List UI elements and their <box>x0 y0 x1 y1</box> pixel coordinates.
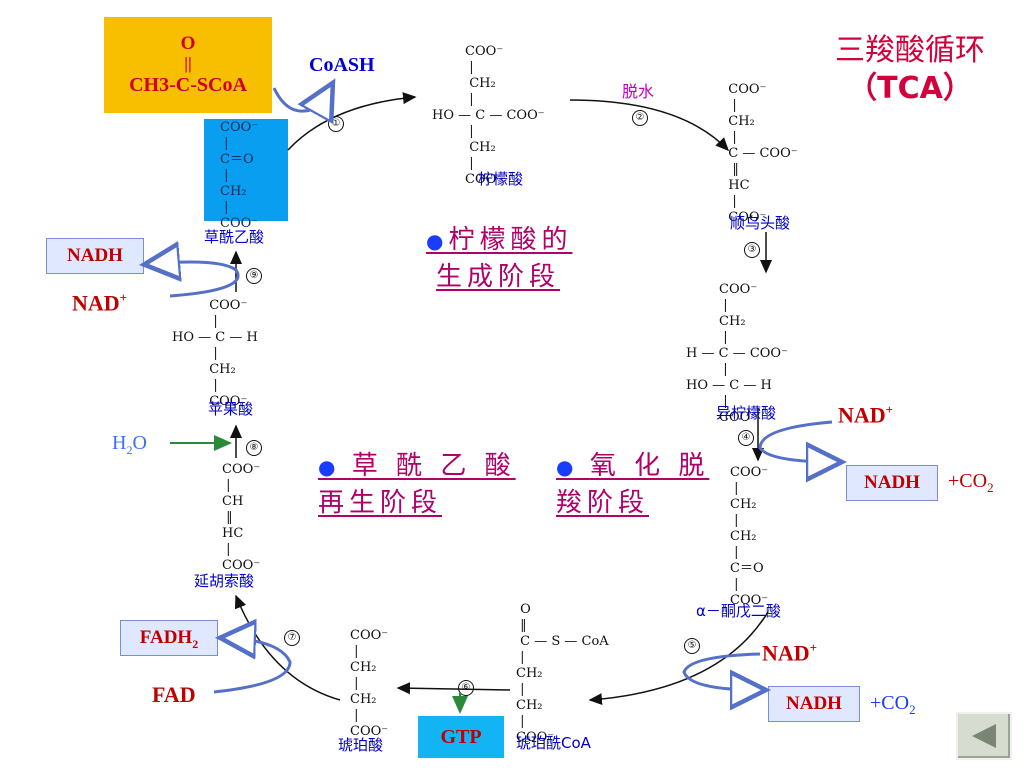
alpha-kg-structure: COO⁻ | CH₂ | CH₂ | C＝O | COO⁻ <box>730 465 769 608</box>
oxaloacetate-highlight <box>204 119 288 221</box>
oxaloacetate-label: 草酰乙酸 <box>204 228 265 246</box>
arrow-step2 <box>569 99 730 152</box>
succinate-label: 琥珀酸 <box>338 736 384 754</box>
title-line1: 三羧酸循环 <box>835 33 985 68</box>
stage-citrate-line1: 柠檬酸的 <box>448 225 573 255</box>
co2-label-step5: +CO2 <box>870 692 916 717</box>
step-3-marker: ③ <box>744 242 760 258</box>
stage-citrate-line2: 生成阶段 <box>436 262 561 292</box>
nad-to-nadh-arrow-5 <box>682 652 760 690</box>
nad-label-step9: NAD+ <box>72 290 127 316</box>
step-9-marker: ⑨ <box>246 268 262 284</box>
acetyl-coa-oxygen: O <box>180 33 196 54</box>
citrate-label: 柠檬酸 <box>478 170 524 188</box>
cis-aconitate-structure: COO⁻ | CH₂ | C — COO⁻ ‖ HC | COO⁻ <box>728 82 798 225</box>
fad-to-fadh2-arrow <box>213 638 292 694</box>
nadh-box-step5: NADH <box>768 686 860 722</box>
succinyl-coa-label: 琥珀酰CoA <box>516 734 591 752</box>
step-6-marker: ⑥ <box>458 680 474 696</box>
stage-decarb-line2: 羧阶段 <box>556 488 650 518</box>
nad-label-step5: NAD+ <box>762 640 817 666</box>
arrow-step1 <box>287 92 417 151</box>
arrow-step5 <box>588 611 769 706</box>
h2o-label: H2O <box>112 432 147 457</box>
gtp-box: GTP <box>418 716 504 758</box>
stage-citrate-formation: ●柠檬酸的 生成阶段 <box>426 222 572 295</box>
succinyl-coa-structure: O ‖ C — S — CoA | CH₂ | CH₂ | COO⁻ <box>516 602 609 745</box>
acetyl-coa-double-bond: || <box>184 54 192 73</box>
nad-plus-step5: + <box>809 640 818 655</box>
step-4-marker: ④ <box>738 430 754 446</box>
malate-label: 苹果酸 <box>208 400 254 418</box>
step-5-marker: ⑤ <box>684 638 700 654</box>
nad-text-step9: NAD <box>72 290 120 316</box>
arrow-step6 <box>396 682 511 695</box>
acetyl-coa-box: O || CH3-C-SCoA <box>104 17 272 113</box>
nad-plus-step4: + <box>885 402 894 417</box>
isocitrate-label: 异柠檬酸 <box>716 404 777 422</box>
fadh2-box: FADH2 <box>120 620 218 656</box>
stage-oxaloacetate-regen: ● 草 酰 乙 酸 再生阶段 <box>318 448 516 521</box>
coash-label: CoASH <box>309 54 375 76</box>
back-arrow-icon <box>972 724 996 748</box>
coash-arrow <box>272 88 330 111</box>
cis-aconitate-label: 顺乌头酸 <box>730 214 791 232</box>
fumarate-label: 延胡索酸 <box>194 572 255 590</box>
nad-label-step4: NAD+ <box>838 402 893 428</box>
back-nav-button[interactable] <box>956 712 1012 760</box>
oxaloacetate-structure: COO⁻ | C＝O | CH₂ | COO⁻ <box>220 120 259 231</box>
nad-plus-step9: + <box>119 290 128 305</box>
stage-oaa-line2: 再生阶段 <box>318 488 443 518</box>
stage-oxidative-decarb: ● 氧 化 脱 羧阶段 <box>556 448 709 521</box>
fumarate-structure: COO⁻ | CH ‖ HC | COO⁻ <box>222 462 261 573</box>
nad-text-step5: NAD <box>762 640 810 666</box>
malate-structure: COO⁻ | HO — C — H | CH₂ | COO⁻ <box>172 298 258 409</box>
nad-text-step4: NAD <box>838 402 886 428</box>
citrate-structure: COO⁻ | CH₂ | HO — C — COO⁻ | CH₂ | COO⁻ <box>432 44 545 187</box>
nad-to-nadh-arrow-4 <box>758 420 836 462</box>
isocitrate-structure: COO⁻ | CH₂ | H — C — COO⁻ | HO — C — H |… <box>686 282 788 425</box>
step-8-marker: ⑧ <box>246 440 262 456</box>
step-2-marker: ② <box>632 110 648 126</box>
arrow-step7 <box>234 594 341 701</box>
diagram-title: 三羧酸循环 （TCA） <box>810 32 1010 108</box>
step-7-marker: ⑦ <box>284 630 300 646</box>
stage-decarb-line1: 氧 化 脱 <box>589 451 710 481</box>
nad-to-nadh-arrow-9 <box>150 262 240 298</box>
title-line2: （TCA） <box>847 71 973 106</box>
acetyl-coa-formula: CH3-C-SCoA <box>129 74 247 96</box>
stage-oaa-line1: 草 酰 乙 酸 <box>351 451 516 481</box>
co2-label-step4: +CO2 <box>948 470 994 495</box>
fad-label: FAD <box>152 682 196 707</box>
dehydration-label: 脱水 <box>622 82 655 101</box>
succinate-structure: COO⁻ | CH₂ | CH₂ | COO⁻ <box>350 628 389 739</box>
alpha-kg-label: α－酮戊二酸 <box>696 602 781 620</box>
nadh-box-step4: NADH <box>846 465 938 501</box>
